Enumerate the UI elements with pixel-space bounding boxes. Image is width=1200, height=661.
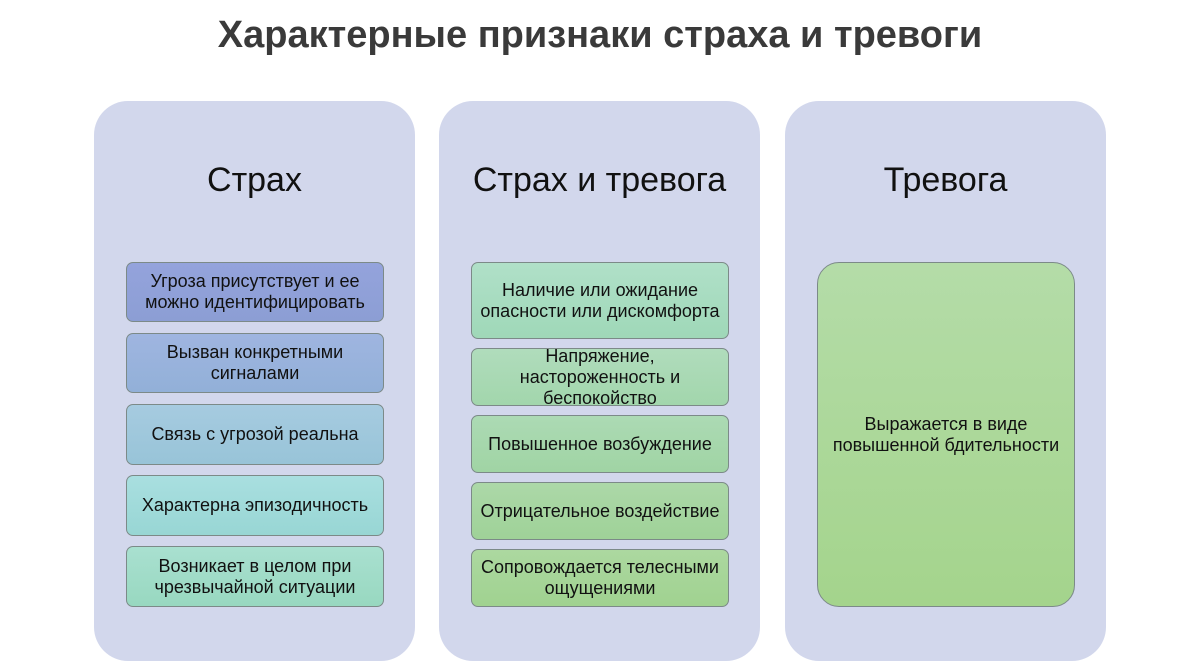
list-item: Сопровождается телесными ощущениями: [471, 549, 729, 607]
panel-heading: Тревога: [883, 161, 1008, 199]
list-item: Связь с угрозой реальна: [126, 404, 384, 465]
list-item: Выражается в виде повышенной бдительност…: [817, 262, 1075, 607]
list-item: Характерна эпизодичность: [126, 475, 384, 536]
list-item: Повышенное возбуждение: [471, 415, 729, 473]
list-item: Угроза присутствует и ее можно идентифиц…: [126, 262, 384, 322]
list-item: Вызван конкретными сигналами: [126, 333, 384, 393]
list-item: Возникает в целом при чрезвычайной ситуа…: [126, 546, 384, 607]
panel-heading: Страх и тревога: [472, 161, 727, 199]
list-item: Напряжение, настороженность и беспокойст…: [471, 346, 729, 408]
panel-heading: Страх: [207, 161, 302, 199]
list-item: Отрицательное воздействие: [471, 482, 729, 540]
list-item: Наличие или ожидание опасности или диско…: [471, 262, 729, 339]
slide-title: Характерные признаки страха и тревоги: [217, 14, 983, 56]
